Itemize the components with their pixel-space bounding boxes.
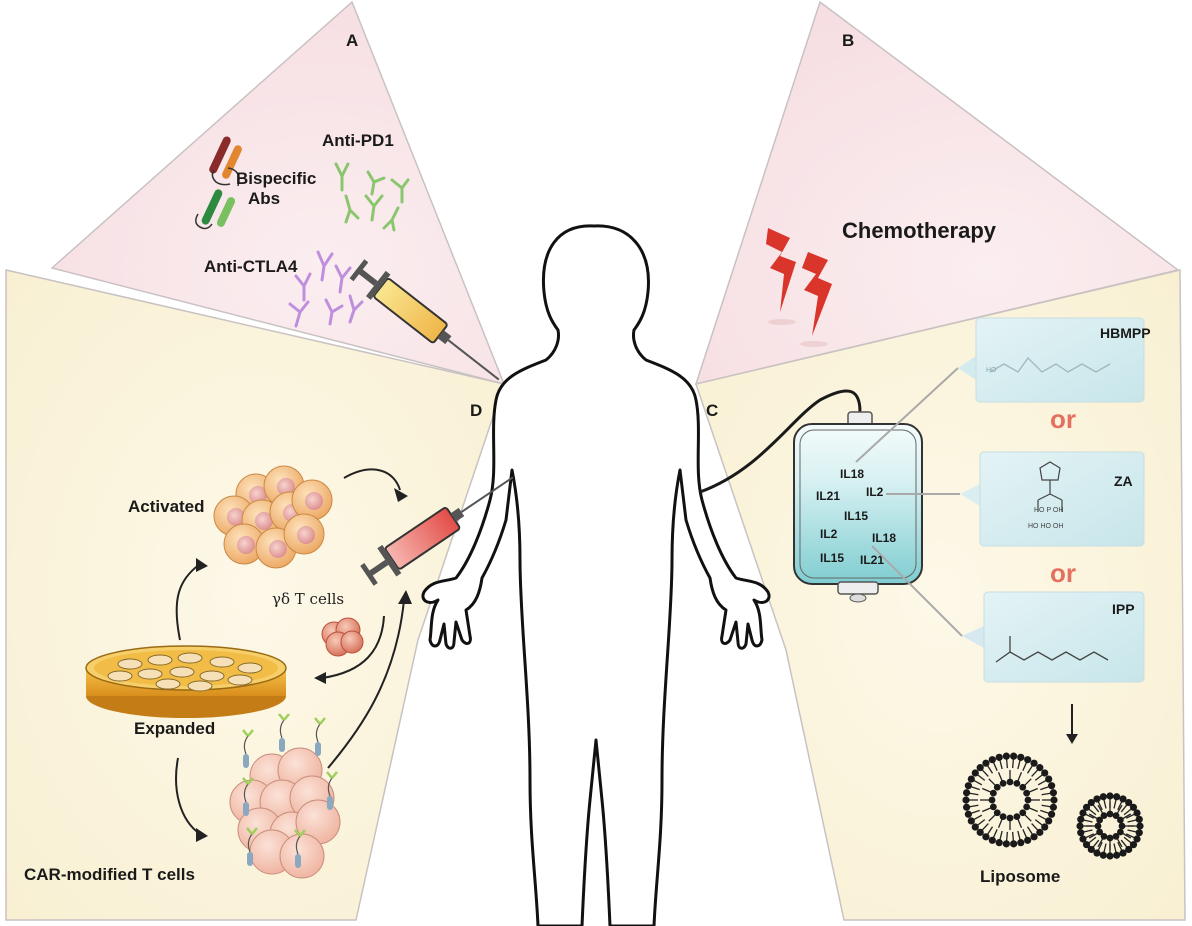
bispecific-label-line1: Bispecific xyxy=(236,169,316,188)
or-label-2: or xyxy=(1050,558,1076,588)
bag-label-5: IL2 xyxy=(820,527,838,541)
svg-text:HO: HO xyxy=(986,367,997,374)
compound-box-za: HO P OH HO HO OH xyxy=(960,451,1145,547)
bag-label-7: IL15 xyxy=(820,551,844,565)
car-receptor xyxy=(294,829,306,868)
compound-label-hbmpp: HBMPP xyxy=(1100,325,1151,341)
svg-text:HO P OH: HO P OH xyxy=(1034,507,1063,514)
svg-text:HO HO OH: HO HO OH xyxy=(1028,523,1063,530)
compound-label-ipp: IPP xyxy=(1112,601,1135,617)
car-receptor xyxy=(326,771,338,810)
expanded-label: Expanded xyxy=(134,719,215,738)
arrow-heads xyxy=(196,488,412,842)
car-modified-label: CAR-modified T cells xyxy=(24,865,195,884)
car-cell xyxy=(279,833,325,879)
syringe-icon xyxy=(349,259,500,381)
panel-d-letter: D xyxy=(470,401,482,420)
anti-pd1-label: Anti-PD1 xyxy=(322,131,394,150)
car-receptor xyxy=(242,777,254,816)
down-arrow-icon xyxy=(1066,704,1078,744)
chemotherapy-label: Chemotherapy xyxy=(842,218,997,243)
body-silhouette xyxy=(421,224,771,926)
bag-label-4: IL15 xyxy=(844,509,868,523)
car-receptor xyxy=(246,827,258,866)
car-receptor xyxy=(314,717,326,756)
gamma-delta-label: γδ T cells xyxy=(272,590,344,608)
activated-label: Activated xyxy=(128,497,205,516)
liposome-icon xyxy=(962,752,1144,860)
or-label-1: or xyxy=(1050,404,1076,434)
petri-dish-icon xyxy=(85,645,287,718)
bag-label-3: IL2 xyxy=(866,485,884,499)
panel-b-letter: B xyxy=(842,31,854,50)
process-arrows xyxy=(175,468,405,835)
car-modified-cells-cluster xyxy=(229,713,341,879)
lightning-icon xyxy=(766,228,832,347)
bag-label-1: IL18 xyxy=(840,467,864,481)
gamma-delta-cells xyxy=(321,617,364,657)
bag-label-6: IL18 xyxy=(872,531,896,545)
liposome-label: Liposome xyxy=(980,867,1060,886)
activated-cells-cluster xyxy=(213,465,333,569)
panel-a-letter: A xyxy=(346,31,358,50)
liposome xyxy=(962,752,1058,848)
bag-label-2: IL21 xyxy=(816,489,840,503)
compound-box-hbmpp: HO xyxy=(958,317,1145,403)
bispecific-antibody-icon xyxy=(195,136,242,230)
activated-cell xyxy=(223,523,265,565)
compound-connector-lines xyxy=(855,367,963,637)
bispecific-label-line2: Abs xyxy=(248,189,280,208)
iv-bag-icon xyxy=(793,411,923,603)
activated-cell xyxy=(283,513,325,555)
compound-label-za: ZA xyxy=(1114,473,1133,489)
liposome xyxy=(1076,792,1144,860)
bag-label-8: IL21 xyxy=(860,553,884,567)
car-receptor xyxy=(278,713,290,752)
anti-ctla4-antibody-icon xyxy=(288,250,364,328)
car-receptor xyxy=(242,729,254,768)
panel-c-letter: C xyxy=(706,401,718,420)
anti-ctla4-label: Anti-CTLA4 xyxy=(204,257,298,276)
syringe-icon xyxy=(360,476,514,586)
iv-tube xyxy=(699,389,862,494)
anti-pd1-antibody-icon xyxy=(334,162,410,232)
panel-d-background xyxy=(5,269,505,921)
compound-box-ipp xyxy=(962,591,1145,683)
activated-cell xyxy=(291,479,333,521)
